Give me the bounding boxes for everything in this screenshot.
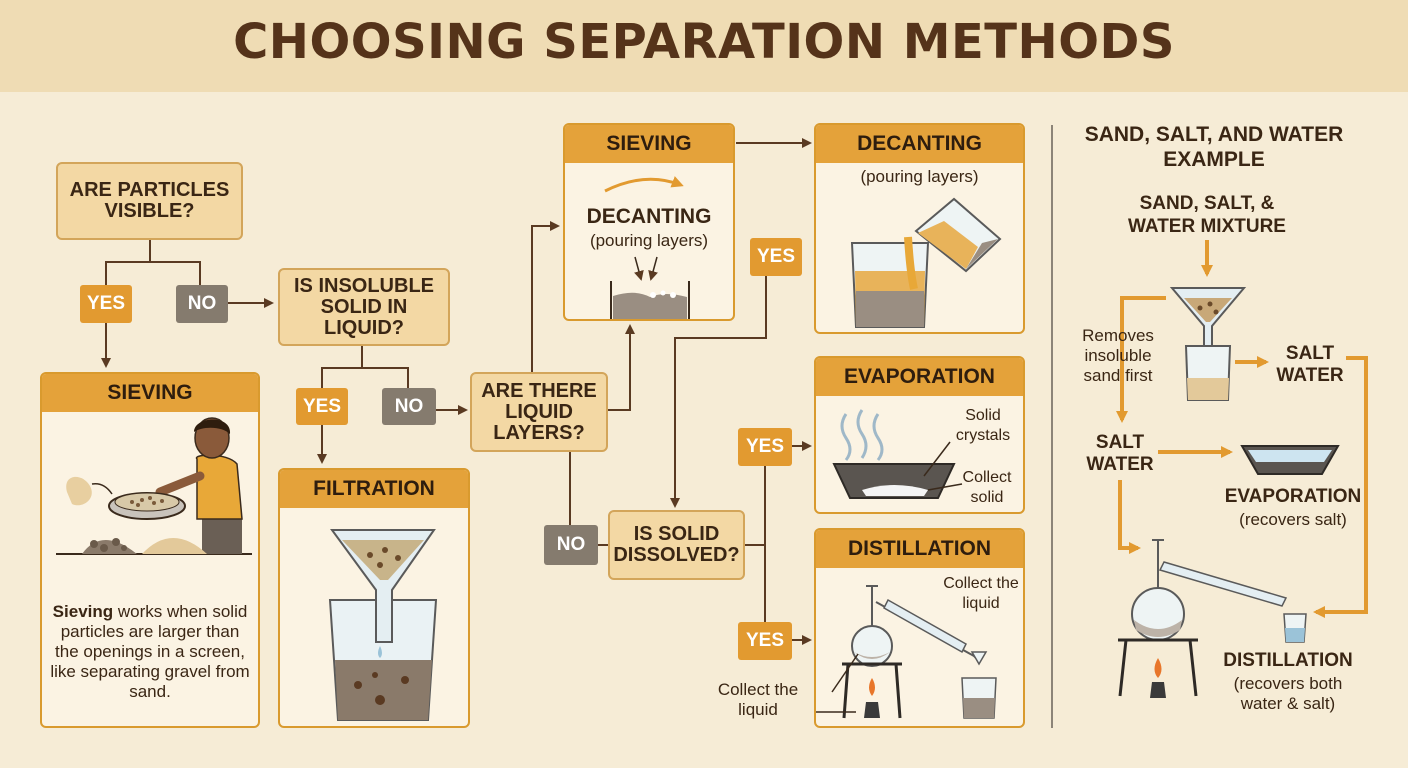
example-salt-water-right: SALT WATER <box>1276 343 1344 386</box>
distillation-apparatus-illustration <box>816 585 997 719</box>
example-evaporation-sub: (recovers salt) <box>1239 510 1347 529</box>
decanting-subtitle: (pouring layers) <box>860 167 979 186</box>
sieving-person-illustration <box>56 417 252 555</box>
no-tag: NO <box>176 285 228 323</box>
no-tag: NO <box>382 388 436 425</box>
decanting-inner-title: DECANTING <box>586 205 712 228</box>
example-title: SAND, SALT, AND WATER EXAMPLE <box>1084 123 1344 171</box>
example-evaporating-dish-illustration <box>1240 445 1340 475</box>
sieving-decanting-card: SIEVING DECANTING (pouring layers) <box>563 123 735 321</box>
evaporation-card: EVAPORATION Solid crystals Collect solid <box>814 356 1025 514</box>
example-distillation-illustration <box>1118 539 1307 698</box>
evaporation-label-collect: Collect solid <box>962 469 1012 506</box>
example-mixture: SAND, SALT, & WATER MIXTURE <box>1128 193 1286 237</box>
sieving-description-rest: works when solid particles are larger th… <box>50 602 250 701</box>
yes-tag: YES <box>738 622 792 660</box>
distillation-card: DISTILLATION Collect the liquid <box>814 528 1025 728</box>
filtration-funnel-illustration <box>328 529 438 721</box>
sediment-container-illustration <box>610 256 690 319</box>
yes-tag: YES <box>296 388 348 425</box>
decanting-inner-subtitle: (pouring layers) <box>589 231 709 250</box>
evaporation-dish-illustration <box>832 409 963 499</box>
filtration-card: FILTRATION <box>278 468 470 728</box>
yes-tag: YES <box>80 285 132 323</box>
yes-tag: YES <box>738 428 792 466</box>
yes-tag: YES <box>750 238 802 276</box>
decanting-beakers-illustration <box>850 197 1002 328</box>
question-liquid-layers: ARE THERE LIQUID LAYERS? <box>470 372 608 452</box>
sieving-description: Sieving works when solid particles are l… <box>48 602 252 702</box>
evaporation-label-crystals: Solid crystals <box>955 407 1011 444</box>
example-funnel-illustration <box>1169 287 1247 401</box>
example-distillation: DISTILLATION <box>1223 650 1353 671</box>
example-distillation-sub: (recovers both water & salt) <box>1233 674 1343 713</box>
no-tag: NO <box>544 525 598 565</box>
question-solid-dissolved: IS SOLID DISSOLVED? <box>608 510 745 580</box>
example-removes-label: Removes insoluble sand first <box>1082 326 1154 385</box>
question-particles-visible: ARE PARTICLES VISIBLE? <box>56 162 243 240</box>
sieving-card2-header: SIEVING <box>565 125 733 163</box>
question-insoluble-solid: IS INSOLUBLE SOLID IN LIQUID? <box>278 268 450 346</box>
decanting-card-header: DECANTING <box>816 125 1023 163</box>
sieving-card: SIEVING Sieving works when solid particl… <box>40 372 260 728</box>
distillation-label-collect-left: Collect the liquid <box>717 680 799 719</box>
evaporation-card-header: EVAPORATION <box>816 358 1023 396</box>
filtration-card-header: FILTRATION <box>280 470 468 508</box>
title-banner <box>0 0 1408 92</box>
page-title: CHOOSING SEPARATION METHODS <box>233 14 1175 70</box>
curved-arrow-icon <box>604 176 684 193</box>
decanting-card: DECANTING (pouring layers) <box>814 123 1025 334</box>
example-salt-water-left: SALT WATER <box>1086 432 1154 475</box>
distillation-card-header: DISTILLATION <box>816 530 1023 568</box>
example-evaporation: EVAPORATION <box>1224 486 1362 507</box>
sieving-description-bold: Sieving <box>52 602 114 621</box>
sieving-card-header: SIEVING <box>42 374 258 412</box>
distillation-label-collect-right: Collect the liquid <box>943 575 1019 612</box>
